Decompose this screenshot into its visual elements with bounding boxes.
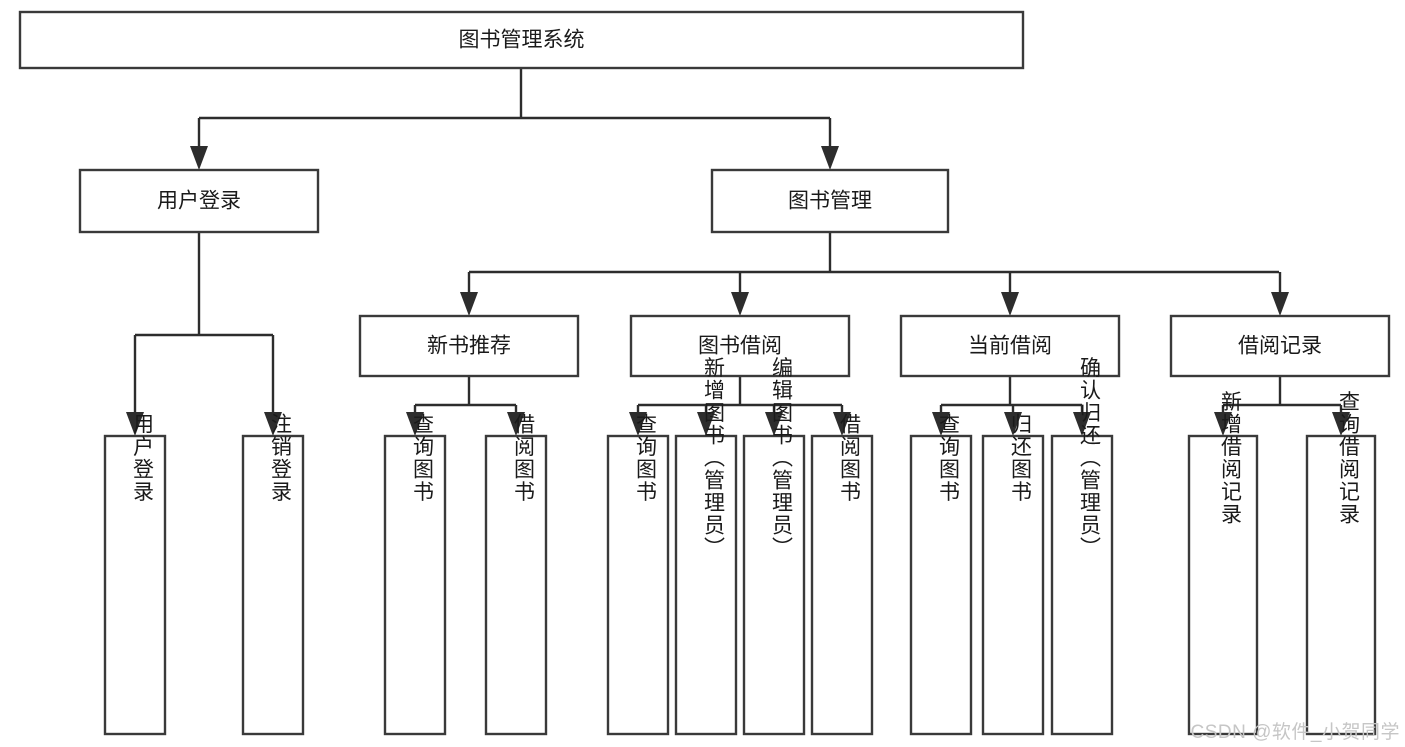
node-box xyxy=(606,434,670,736)
node-label: 借阅记录 xyxy=(1238,335,1322,358)
leaf-node-编辑图书管理员[interactable]: 编辑图书（管理员） xyxy=(742,357,806,736)
arrow-head-icon xyxy=(126,412,144,436)
node-label: 归还图书 xyxy=(1009,413,1033,503)
node-label: 查询图书 xyxy=(937,413,961,503)
leaf-node-查询图书[interactable]: 查询图书 xyxy=(383,413,447,736)
node-box xyxy=(742,434,806,736)
arrow-head-icon xyxy=(264,412,282,436)
node-label: 用户登录 xyxy=(131,413,155,503)
node-label: 图书管理 xyxy=(788,190,872,213)
arrow-head-icon xyxy=(821,146,839,170)
arrow-head-icon xyxy=(765,412,783,436)
leaf-node-归还图书[interactable]: 归还图书 xyxy=(981,413,1045,736)
level2-node-图书管理[interactable]: 图书管理 xyxy=(710,168,950,234)
arrow-head-icon xyxy=(1073,412,1091,436)
connectors-layer xyxy=(126,68,1350,436)
node-label: 新书推荐 xyxy=(427,335,511,358)
level2-node-用户登录[interactable]: 用户登录 xyxy=(78,168,320,234)
node-box xyxy=(909,434,973,736)
node-label: 新增图书（管理员） xyxy=(702,357,726,560)
node-label: 查询图书 xyxy=(411,413,435,503)
arrow-head-icon xyxy=(190,146,208,170)
arrow-head-icon xyxy=(697,412,715,436)
node-label: 用户登录 xyxy=(157,190,241,213)
node-label: 编辑图书（管理员） xyxy=(770,357,794,560)
arrow-head-icon xyxy=(629,412,647,436)
node-box xyxy=(981,434,1045,736)
node-label: 图书管理系统 xyxy=(459,29,585,52)
node-label: 图书借阅 xyxy=(698,335,782,358)
node-box xyxy=(241,434,305,736)
node-box xyxy=(383,434,447,736)
leaf-node-查询图书[interactable]: 查询图书 xyxy=(909,413,973,736)
arrow-head-icon xyxy=(507,412,525,436)
arrow-head-icon xyxy=(1271,292,1289,316)
arrow-head-icon xyxy=(1001,292,1019,316)
node-box xyxy=(629,314,851,378)
node-label: 当前借阅 xyxy=(968,335,1052,358)
arrow-head-icon xyxy=(1004,412,1022,436)
node-box xyxy=(18,10,1025,70)
node-box xyxy=(674,434,738,736)
node-box xyxy=(78,168,320,234)
level3-node-图书借阅[interactable]: 图书借阅 xyxy=(629,314,851,378)
arrow-head-icon xyxy=(460,292,478,316)
leaf-node-注销登录[interactable]: 注销登录 xyxy=(241,413,305,736)
leaf-node-新增借阅记录[interactable]: 新增借阅记录 xyxy=(1187,391,1259,736)
level3-node-借阅记录[interactable]: 借阅记录 xyxy=(1169,314,1391,378)
node-label: 新增借阅记录 xyxy=(1219,391,1243,526)
arrow-head-icon xyxy=(932,412,950,436)
node-box xyxy=(484,434,548,736)
level3-node-当前借阅[interactable]: 当前借阅 xyxy=(899,314,1121,378)
csdn-watermark: CSDN @软件_小贺同学 xyxy=(1190,722,1400,743)
level3-node-新书推荐[interactable]: 新书推荐 xyxy=(358,314,580,378)
node-label: 借阅图书 xyxy=(838,413,862,503)
arrow-head-icon xyxy=(1332,412,1350,436)
arrow-head-icon xyxy=(1214,412,1232,436)
node-label: 借阅图书 xyxy=(512,413,536,503)
leaf-node-新增图书管理员[interactable]: 新增图书（管理员） xyxy=(674,357,738,736)
root-node-图书管理系统[interactable]: 图书管理系统 xyxy=(18,10,1025,70)
arrow-head-icon xyxy=(406,412,424,436)
nodes-layer: 图书管理系统用户登录图书管理新书推荐图书借阅当前借阅借阅记录用户登录注销登录查询… xyxy=(18,10,1391,736)
arrow-head-icon xyxy=(731,292,749,316)
leaf-node-查询图书[interactable]: 查询图书 xyxy=(606,413,670,736)
leaf-node-借阅图书[interactable]: 借阅图书 xyxy=(810,413,874,736)
leaf-node-用户登录[interactable]: 用户登录 xyxy=(103,413,167,736)
node-box xyxy=(899,314,1121,378)
leaf-node-确认归还管理员[interactable]: 确认归还（管理员） xyxy=(1050,357,1114,736)
arrow-head-icon xyxy=(833,412,851,436)
node-box xyxy=(1187,434,1259,736)
node-box xyxy=(1169,314,1391,378)
node-label: 查询图书 xyxy=(634,413,658,503)
leaf-node-查询借阅记录[interactable]: 查询借阅记录 xyxy=(1305,391,1377,736)
node-label: 查询借阅记录 xyxy=(1337,391,1361,526)
node-label: 注销登录 xyxy=(269,413,293,503)
node-box xyxy=(1305,434,1377,736)
node-box xyxy=(1050,434,1114,736)
node-label: 确认归还（管理员） xyxy=(1078,357,1102,560)
node-box xyxy=(358,314,580,378)
node-box xyxy=(103,434,167,736)
node-box xyxy=(810,434,874,736)
node-box xyxy=(710,168,950,234)
leaf-node-借阅图书[interactable]: 借阅图书 xyxy=(484,413,548,736)
